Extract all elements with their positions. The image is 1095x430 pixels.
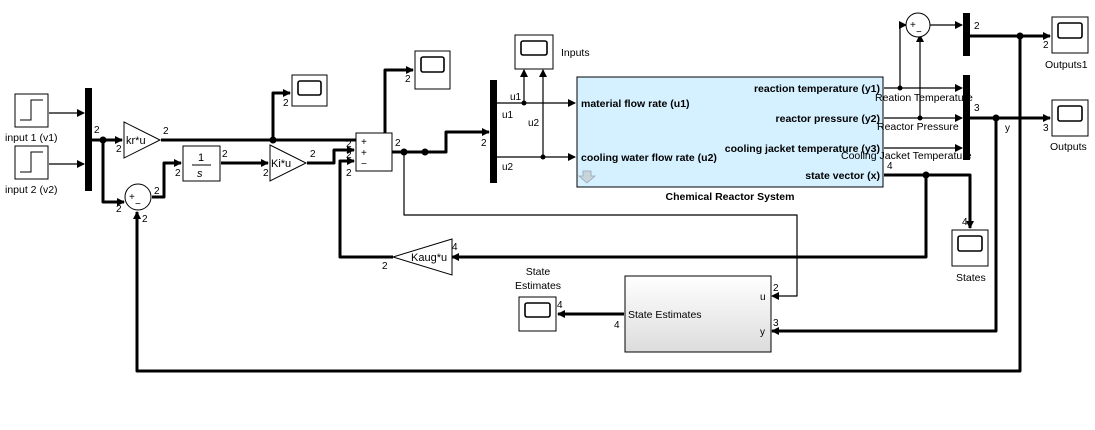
width-label: 2	[283, 98, 289, 109]
width-label: 2	[94, 125, 100, 136]
sum-3-block[interactable]: + −	[905, 12, 931, 38]
mux-right[interactable]	[963, 75, 970, 160]
width-label: 2	[163, 126, 169, 137]
width-label: 2	[773, 283, 779, 294]
kr-gain-label: kr*u	[126, 135, 146, 147]
sum-2-sign-plus: +	[129, 192, 135, 203]
scope-kr-block[interactable]	[291, 74, 328, 107]
inputs-scope-label: Inputs	[561, 47, 590, 59]
plant-output-cooling-jacket: cooling jacket temperature (y3)	[725, 143, 880, 155]
plant-input-material-flow: material flow rate (u1)	[581, 98, 690, 110]
width-label: 2	[175, 168, 181, 179]
step-input-1-block[interactable]	[14, 93, 49, 128]
width-label: 2	[1043, 40, 1049, 51]
sum-1-sign-2: +	[361, 148, 367, 159]
demux[interactable]	[490, 80, 497, 183]
signal-width-labels: 2 2 2 2 2 2 2 2 2 2 2 2 2 2 2 2 2 4 2 4 …	[94, 21, 1049, 331]
width-label: 2	[382, 261, 388, 272]
plant-output-reaction-temperature: reaction temperature (y1)	[754, 83, 880, 95]
input-1-label: input 1 (v1)	[5, 132, 58, 144]
width-label: 2	[116, 204, 122, 215]
signal-lines	[49, 21, 1051, 373]
width-label: 2	[116, 144, 122, 155]
kaug-gain-block[interactable]: Kaug*u	[391, 238, 453, 276]
ki-gain-block[interactable]: Ki*u	[269, 144, 308, 182]
outputs-scope-label: Outputs	[1050, 141, 1087, 153]
signal-u1-lower: u1	[502, 110, 514, 121]
width-label: 4	[887, 161, 893, 172]
width-label: 2	[405, 74, 411, 85]
signal-labels: u1 u1 u2 u2 y Reation Temperature Reacto…	[502, 92, 1010, 173]
states-scope-label: States	[956, 272, 986, 284]
inputs-scope-block[interactable]	[514, 34, 554, 70]
width-label: 2	[346, 168, 352, 179]
width-label: 4	[614, 320, 620, 331]
mux-top-right[interactable]	[963, 13, 970, 56]
width-label: 4	[557, 300, 563, 311]
width-label: 2	[974, 21, 980, 32]
states-scope-block[interactable]	[951, 229, 989, 267]
integrator-denominator: s	[197, 168, 203, 180]
width-label: 2	[481, 138, 487, 149]
width-label: 2	[222, 149, 228, 160]
state-estimates-scope-label-line2: Estimates	[515, 280, 561, 292]
outputs1-scope-label: Outputs1	[1045, 59, 1088, 71]
kr-gain-block[interactable]: kr*u	[123, 121, 162, 159]
mux-1[interactable]	[85, 88, 92, 191]
scope-control-block[interactable]	[414, 50, 451, 90]
plant-output-state-vector: state vector (x)	[805, 170, 880, 182]
integrator-numerator: 1	[198, 152, 204, 164]
chemical-reactor-system-block[interactable]: material flow rate (u1) cooling water fl…	[576, 76, 884, 188]
signal-y: y	[1005, 123, 1010, 134]
state-estimates-scope-label-line1: State	[526, 266, 551, 278]
state-estimates-scope-block[interactable]	[518, 296, 557, 332]
signal-u2-mid: u2	[528, 118, 540, 129]
plant-input-cooling-water: cooling water flow rate (u2)	[581, 152, 717, 164]
plant-output-reactor-pressure: reactor pressure (y2)	[776, 113, 880, 125]
estimator-name-label: State Estimates	[628, 309, 702, 321]
outputs1-scope-block[interactable]	[1051, 16, 1089, 54]
estimator-port-u: u	[760, 292, 766, 303]
outputs-scope-block[interactable]	[1051, 99, 1089, 137]
signal-u1-upper: u1	[510, 92, 522, 103]
integrator-block[interactable]: 1 s	[182, 145, 221, 182]
ki-gain-label: Ki*u	[271, 158, 291, 170]
width-label: 3	[1043, 123, 1049, 134]
step-input-2-block[interactable]	[14, 145, 49, 180]
width-label: 3	[974, 103, 980, 114]
width-label: 4	[452, 242, 458, 253]
width-label: 2	[346, 139, 352, 150]
sum-1-sign-1: +	[361, 137, 367, 148]
input-2-label: input 2 (v2)	[5, 184, 58, 196]
sum-1-block[interactable]: + + −	[355, 132, 393, 172]
sum-1-sign-3: −	[361, 159, 367, 170]
sum-3-sign-minus: −	[916, 27, 922, 38]
width-label: 2	[310, 149, 316, 160]
signal-u2-lower: u2	[502, 162, 514, 173]
estimator-port-y: y	[760, 327, 765, 338]
sum-2-sign-minus: −	[135, 199, 141, 210]
state-estimator-block[interactable]: State Estimates u y	[624, 275, 772, 353]
sum-2-block[interactable]: + −	[124, 183, 152, 211]
junction-dots	[99, 32, 1024, 179]
signal-reactor-pressure: Reactor Pressure	[877, 121, 959, 133]
width-label: 4	[962, 217, 968, 228]
width-label: 2	[346, 150, 352, 161]
width-label: 2	[154, 186, 160, 197]
width-label: 2	[263, 168, 269, 179]
plant-name-label: Chemical Reactor System	[666, 191, 795, 203]
width-label: 3	[773, 318, 779, 329]
signal-reaction-temperature: Reation Temperature	[875, 92, 973, 104]
down-arrow-icon	[577, 170, 597, 184]
kaug-gain-label: Kaug*u	[411, 252, 447, 264]
signal-cooling-jacket-temperature: Cooling Jacket Temperature	[841, 150, 972, 162]
width-label: 2	[395, 138, 401, 149]
width-label: 2	[142, 214, 148, 225]
sum-3-sign-plus: +	[910, 20, 916, 31]
